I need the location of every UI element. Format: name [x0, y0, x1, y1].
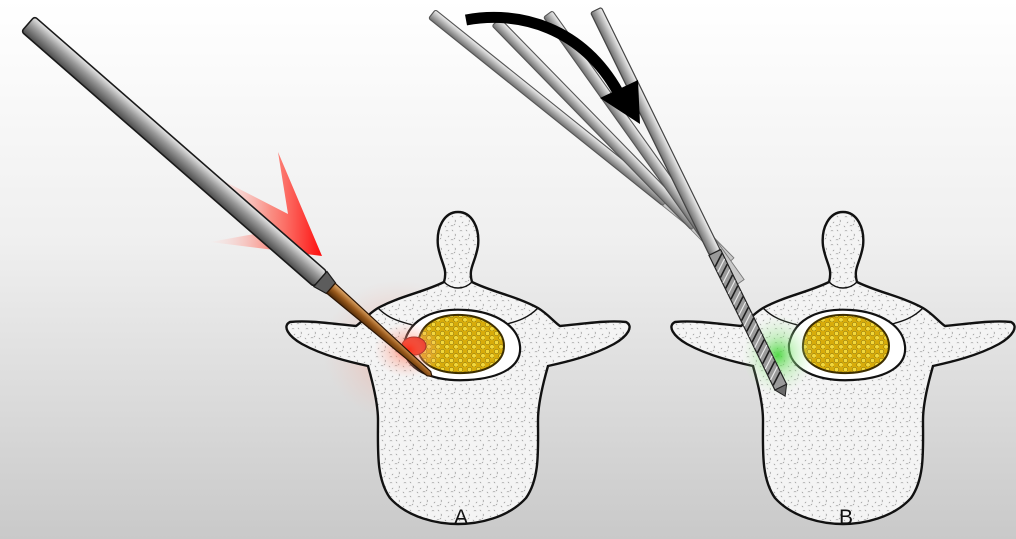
needle	[21, 16, 438, 383]
panel-label-b: B	[826, 506, 866, 530]
red-arrow-icon	[195, 152, 322, 256]
spinal-cord-b	[803, 315, 889, 373]
panel-label-a: A	[441, 506, 481, 530]
vertebra-a	[286, 212, 629, 524]
